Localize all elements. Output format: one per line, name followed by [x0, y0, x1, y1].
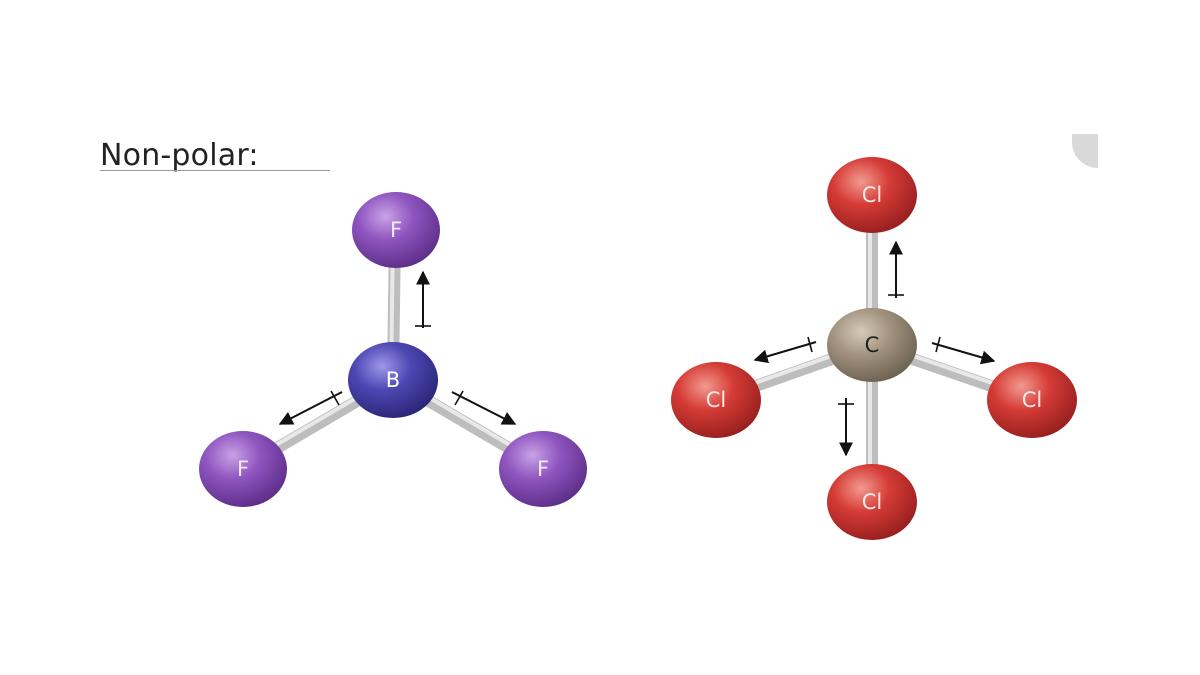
- atom-cl-top: Cl: [827, 157, 917, 233]
- atom-f-top: F: [352, 192, 440, 268]
- diagram-heading: Non-polar:: [100, 138, 259, 173]
- atom-label-c: C: [865, 333, 880, 357]
- atom-cl-bottom: Cl: [827, 464, 917, 540]
- ccl4-molecule: Cl Cl Cl Cl C: [671, 157, 1077, 540]
- dipole-arrow-right: [451, 390, 517, 425]
- heading-underline: [100, 170, 330, 171]
- ccl4-dipole-arrows: [753, 240, 996, 457]
- atom-label-cl-right: Cl: [1022, 388, 1043, 412]
- atom-f-left: F: [199, 431, 287, 507]
- atom-label-f-top: F: [390, 218, 402, 242]
- atom-label-f-right: F: [537, 457, 549, 481]
- atom-f-right: F: [499, 431, 587, 507]
- atom-c-center: C: [827, 308, 917, 382]
- atom-cl-right: Cl: [987, 362, 1077, 438]
- atom-b-center: B: [348, 342, 438, 418]
- dipole-arrow-bottom-cl: [838, 398, 854, 457]
- atom-label-cl-left: Cl: [706, 388, 727, 412]
- dipole-arrow-top-cl: [888, 240, 904, 298]
- bf3-dipole-arrows: [278, 270, 517, 425]
- atom-cl-left: Cl: [671, 362, 761, 438]
- dipole-arrow-left: [278, 390, 343, 425]
- atom-label-cl-top: Cl: [862, 183, 883, 207]
- atom-label-cl-bottom: Cl: [862, 490, 883, 514]
- atom-label-b: B: [386, 368, 400, 392]
- bf3-molecule: F F F B: [199, 192, 587, 507]
- dipole-arrow-right-cl: [931, 336, 996, 365]
- dipole-arrow-top: [415, 270, 431, 328]
- dipole-arrow-left-cl: [753, 336, 817, 364]
- atom-label-f-left: F: [237, 457, 249, 481]
